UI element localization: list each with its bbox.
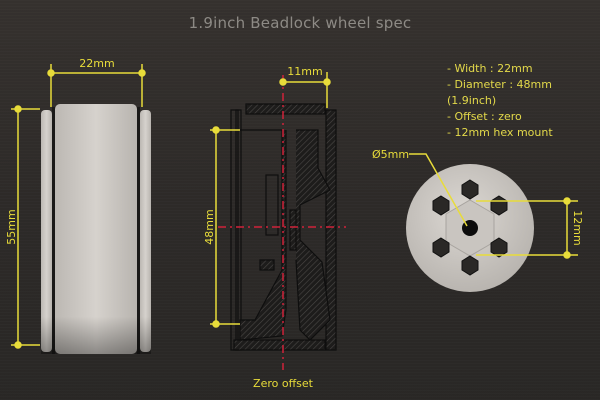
zero-offset-caption: Zero offset	[253, 377, 314, 390]
hub-face	[406, 164, 534, 292]
side-width-dimension	[47, 64, 146, 107]
nut-icon	[490, 237, 508, 258]
diameter-dimension	[210, 126, 240, 328]
side-view-wheel	[41, 104, 151, 354]
page-title: 1.9inch Beadlock wheel spec	[188, 14, 412, 32]
hole-leader	[409, 153, 468, 227]
spec-list: - Width : 22mm - Diameter : 48mm (1.9inc…	[447, 61, 600, 141]
diameter-label: 48mm	[203, 209, 216, 244]
nut-icon	[461, 255, 479, 276]
nut-icon	[432, 195, 450, 216]
spec-offset: - Offset : zero	[447, 110, 522, 123]
hex-dimension	[476, 197, 578, 259]
width-label: 22mm	[79, 57, 114, 70]
hole-label: Ø5mm	[372, 148, 409, 161]
spec-diameter: - Diameter : 48mm (1.9inch)	[447, 78, 552, 107]
nut-icon	[461, 179, 479, 200]
hex-label: 12mm	[571, 210, 584, 245]
centerlines	[218, 75, 346, 370]
offset-label: 11mm	[287, 65, 322, 78]
spec-width: - Width : 22mm	[447, 62, 533, 75]
side-height-dimension	[11, 105, 40, 349]
height-label: 55mm	[5, 209, 18, 244]
cross-section-drawing	[230, 103, 337, 351]
offset-dimension	[279, 72, 331, 108]
nut-icon	[432, 237, 450, 258]
spec-hex-mount: - 12mm hex mount	[447, 126, 553, 139]
